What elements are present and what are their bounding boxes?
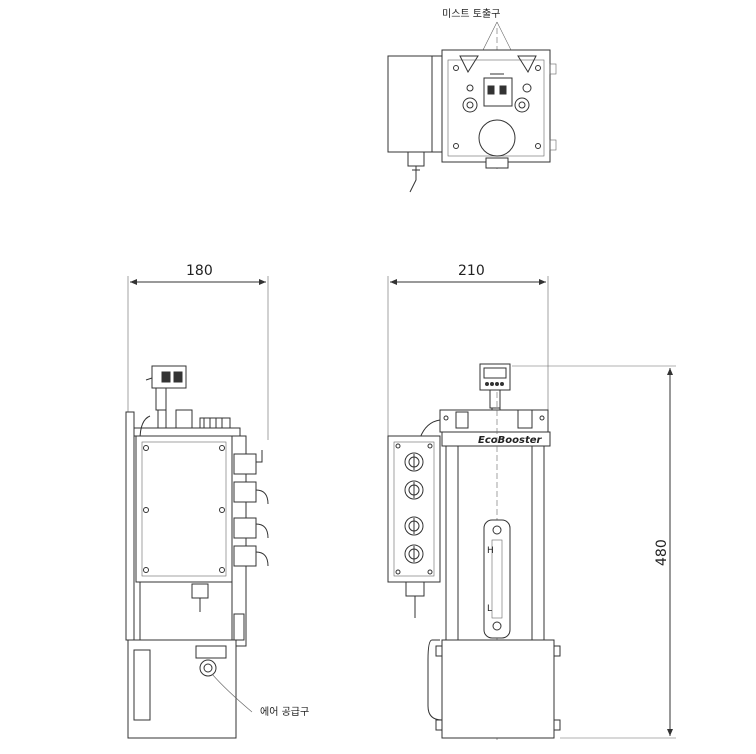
- air-inlet-icon: [199, 659, 217, 677]
- top-tank-opening: [478, 119, 516, 157]
- side-width-dimension: 180: [186, 263, 213, 279]
- level-high-label: H: [487, 546, 494, 556]
- top-view: 미스트 토출구: [387, 8, 557, 193]
- level-low-label: L: [487, 604, 492, 614]
- air-inlet-leader: [211, 673, 253, 713]
- side-valve-2: [233, 481, 257, 503]
- front-reservoir: [441, 639, 555, 739]
- side-valve-1: [233, 453, 257, 475]
- front-view: 210 480 EcoBooster: [387, 263, 676, 740]
- knob-2-icon: [404, 480, 424, 500]
- knob-4-icon: [404, 544, 424, 564]
- side-main-body: [135, 435, 233, 583]
- brand-label: EcoBooster: [478, 435, 543, 446]
- front-width-dimension: 210: [458, 263, 485, 279]
- height-dimension: 480: [654, 539, 670, 566]
- knob-3-icon: [404, 516, 424, 536]
- bracket-right: [517, 55, 537, 74]
- bracket-left: [459, 55, 479, 74]
- side-valve-4: [233, 545, 257, 567]
- air-inlet-label: 에어 공급구: [260, 706, 309, 718]
- top-gauge-icon: [483, 77, 513, 107]
- side-valve-3: [233, 517, 257, 539]
- mist-nozzle-left-icon: [462, 97, 478, 113]
- level-gauge: [483, 519, 511, 639]
- knob-1-icon: [404, 452, 424, 472]
- side-view: 180: [125, 263, 309, 739]
- top-control-box: [387, 55, 443, 153]
- mist-nozzle-right-icon: [514, 97, 530, 113]
- mist-outlet-label: 미스트 토출구: [442, 8, 500, 20]
